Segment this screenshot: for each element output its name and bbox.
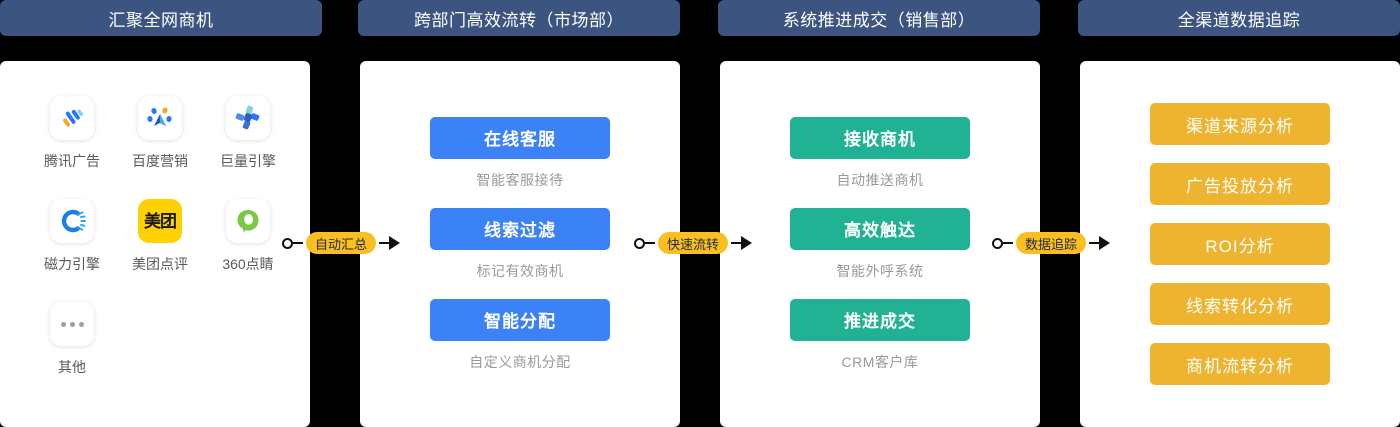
stage-header-3: 系统推进成交（销售部） (718, 0, 1040, 36)
arrow-right-icon (389, 236, 401, 250)
sales-step-2[interactable]: 高效触达 智能外呼系统 (790, 207, 970, 281)
channel-label: 巨量引擎 (220, 153, 276, 169)
connector-label: 自动汇总 (306, 232, 377, 254)
stage-header-2: 跨部门高效流转（市场部） (358, 0, 680, 36)
connector-node-icon (992, 237, 1003, 249)
connector-dash-icon (379, 242, 390, 244)
baidu-marketing-icon (138, 96, 182, 140)
stage-header-1: 汇聚全网商机 (0, 0, 322, 36)
channel-item-oceanengine[interactable]: 巨量引擎 (204, 96, 292, 171)
panel-channels: 腾讯广告 百度营销 (0, 61, 310, 427)
channel-label: 磁力引擎 (44, 256, 100, 272)
sales-step-3[interactable]: 推进成交 CRM客户库 (790, 298, 970, 372)
stage-header-4: 全渠道数据追踪 (1078, 0, 1400, 36)
marketing-step-2[interactable]: 线索过滤 标记有效商机 (430, 207, 610, 281)
step-title[interactable]: 高效触达 (790, 207, 970, 250)
panel-marketing-steps: 在线客服 智能客服接待 线索过滤 标记有效商机 智能分配 自定义商机分配 (360, 61, 680, 427)
marketing-step-3[interactable]: 智能分配 自定义商机分配 (430, 298, 610, 372)
meituan-dianping-icon: 美团 (138, 199, 182, 243)
channel-item-baidu-marketing[interactable]: 百度营销 (116, 96, 204, 171)
channel-item-tencent-ads[interactable]: 腾讯广告 (28, 96, 116, 171)
analytics-item-4[interactable]: 线索转化分析 (1150, 283, 1330, 325)
channel-item-meituan-dianping[interactable]: 美团 美团点评 (116, 199, 204, 274)
connector-dash-icon (293, 242, 303, 244)
step-caption: 智能外呼系统 (836, 262, 924, 279)
marketing-step-stack: 在线客服 智能客服接待 线索过滤 标记有效商机 智能分配 自定义商机分配 (360, 61, 680, 427)
connector-dash-icon (731, 242, 742, 244)
connector-1: 自动汇总 (282, 228, 401, 258)
step-caption: 智能客服接待 (476, 171, 564, 188)
step-title[interactable]: 线索过滤 (430, 207, 610, 250)
connector-label: 数据追踪 (1016, 232, 1087, 254)
channel-item-other[interactable]: 其他 (28, 302, 116, 377)
oceanengine-icon (226, 96, 270, 140)
analytics-list: 渠道来源分析 广告投放分析 ROI分析 线索转化分析 商机流转分析 (1080, 61, 1400, 427)
connector-label: 快速流转 (658, 232, 729, 254)
stage-header-row: 汇聚全网商机 跨部门高效流转（市场部） 系统推进成交（销售部） 全渠道数据追踪 (0, 0, 1400, 36)
meituan-icon-text: 美团 (144, 211, 177, 231)
arrow-right-icon (741, 236, 753, 250)
sales-step-stack: 接收商机 自动推送商机 高效触达 智能外呼系统 推进成交 CRM客户库 (720, 61, 1040, 427)
channel-grid: 腾讯广告 百度营销 (0, 96, 310, 405)
connector-dash-icon (1003, 242, 1013, 244)
channel-label: 百度营销 (132, 153, 188, 169)
analytics-item-3[interactable]: ROI分析 (1150, 223, 1330, 265)
step-title[interactable]: 智能分配 (430, 298, 610, 341)
step-caption: CRM客户库 (841, 353, 919, 370)
marketing-step-1[interactable]: 在线客服 智能客服接待 (430, 116, 610, 190)
step-caption: 自动推送商机 (836, 171, 924, 188)
tencent-ads-icon (50, 96, 94, 140)
channel-label: 美团点评 (132, 256, 188, 272)
panel-analytics: 渠道来源分析 广告投放分析 ROI分析 线索转化分析 商机流转分析 (1080, 61, 1400, 427)
step-title[interactable]: 推进成交 (790, 298, 970, 341)
connector-dash-icon (1089, 242, 1100, 244)
panel-sales-steps: 接收商机 自动推送商机 高效触达 智能外呼系统 推进成交 CRM客户库 (720, 61, 1040, 427)
analytics-item-1[interactable]: 渠道来源分析 (1150, 103, 1330, 145)
360-dianjing-icon (226, 199, 270, 243)
analytics-item-2[interactable]: 广告投放分析 (1150, 163, 1330, 205)
connector-3: 数据追踪 (992, 228, 1111, 258)
connector-node-icon (282, 237, 293, 249)
step-caption: 标记有效商机 (476, 262, 564, 279)
kuaishou-magnetic-icon (50, 199, 94, 243)
more-dots-icon (50, 302, 94, 346)
analytics-item-5[interactable]: 商机流转分析 (1150, 343, 1330, 385)
step-title[interactable]: 在线客服 (430, 116, 610, 159)
sales-step-1[interactable]: 接收商机 自动推送商机 (790, 116, 970, 190)
arrow-right-icon (1099, 236, 1111, 250)
channel-label: 腾讯广告 (44, 153, 100, 169)
channel-item-kuaishou-magnetic[interactable]: 磁力引擎 (28, 199, 116, 274)
connector-node-icon (634, 237, 645, 249)
step-title[interactable]: 接收商机 (790, 116, 970, 159)
connector-2: 快速流转 (634, 228, 753, 258)
dots-glyph (60, 321, 84, 327)
step-caption: 自定义商机分配 (469, 353, 571, 370)
channel-item-360-dianjing[interactable]: 360点睛 (204, 199, 292, 274)
channel-label: 其他 (58, 359, 86, 375)
connector-dash-icon (645, 242, 655, 244)
channel-label: 360点睛 (222, 256, 274, 272)
